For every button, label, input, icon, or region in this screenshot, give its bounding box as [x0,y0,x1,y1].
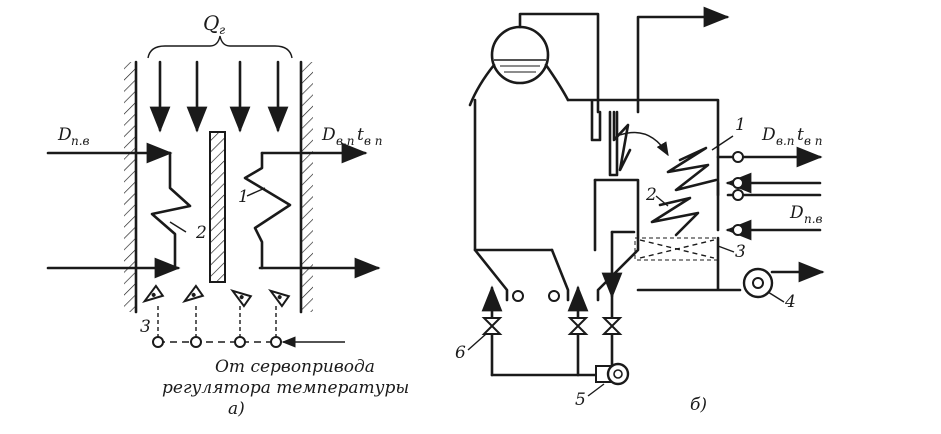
item-4-label-b: 4 [784,292,796,312]
tilting-burners [142,284,291,308]
item-2-label-b: 2 [645,185,657,205]
platen-superheater [612,110,632,172]
flue-gas-fan [742,261,825,299]
heat-flow-subscript: г [219,23,225,37]
item-6-label-b: 6 [455,343,466,363]
burner-pipes [481,285,614,377]
sublabel-a: а) [228,399,245,419]
drum-right-pipe [544,63,570,102]
control-valves [481,317,623,335]
outlet-temp-sub-b: в п [804,134,823,148]
outlet-subscript-a: в.п [336,134,355,148]
item-3-label-b: 3 [735,242,746,262]
furnace-outline [473,98,720,302]
superheater-coil-1 [666,146,718,192]
caption-line-1: От сервопривода [215,357,375,377]
gas-turn-arrow [619,131,669,157]
air-heater [634,237,719,261]
caption-line-2: регулятора температуры [162,378,409,398]
flue-duct [636,236,742,292]
item-5-label-b: 5 [575,390,586,410]
gas-flow-arrows [149,60,289,133]
item-1-label-b: 1 [735,115,746,135]
superheater-coil-2 [650,196,700,237]
heat-flow-label: Q [203,11,219,35]
drum-left-pipe [468,63,496,107]
left-heating-coil [150,151,192,270]
diagram-b: 1 2 3 4 5 6 D в.п t в п D п.в б) [455,6,825,415]
central-baffle [209,131,226,283]
steam-drum [490,25,550,85]
outlet-label-b: D [761,125,776,145]
furnace-wall-left [124,60,138,314]
diagram-a: Q г [46,11,409,419]
steam-outlet-pipe [636,6,730,114]
outlet-temp-a: t [357,125,364,145]
item-2-label: 2 [195,223,207,243]
outlet-temp-b: t [797,125,804,145]
outlet-label-a: D [321,125,336,145]
outlet-subscript-b: в.п [776,134,795,148]
inlet-subscript-b: п.в [804,212,823,226]
headers [716,146,823,241]
item-3-label: 3 [140,317,151,337]
right-heating-coil [243,151,292,270]
recirculation-fan [595,362,630,386]
drum-riser-pipe [518,12,600,114]
servo-linkage [152,306,345,348]
inlet-label-b: D [789,203,804,223]
sublabel-b: б) [690,395,707,415]
heat-flow-brace [147,35,293,59]
furnace-wall-right [299,60,313,314]
outlet-temp-sub-a: в п [364,134,383,148]
item-1-label: 1 [238,187,249,207]
inlet-subscript-a: п.в [71,134,90,148]
inlet-label-a: D [57,125,72,145]
